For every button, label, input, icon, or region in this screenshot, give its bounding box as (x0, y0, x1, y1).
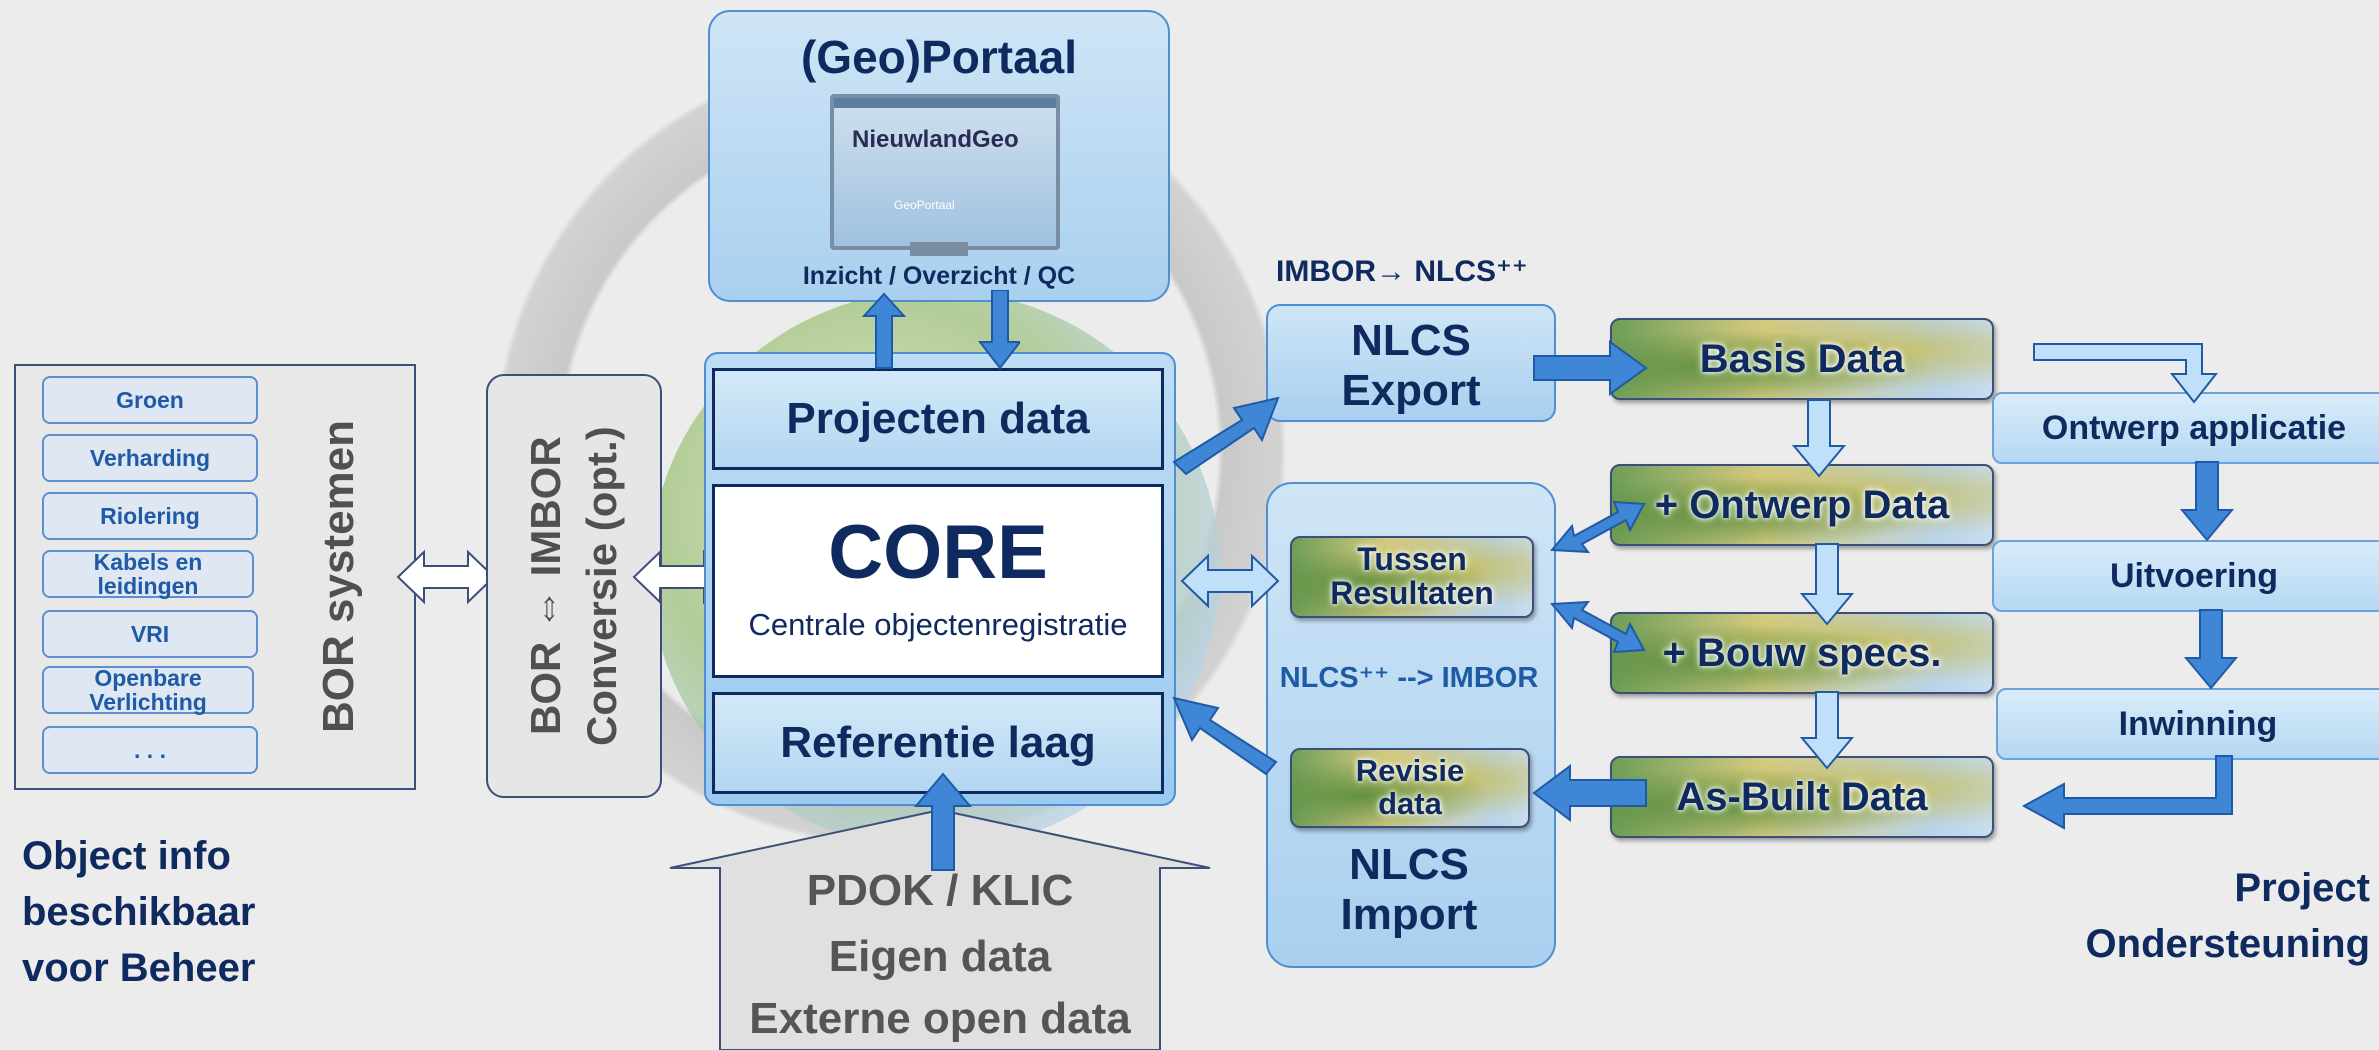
nlcs-export-line1: NLCS (1351, 316, 1471, 365)
ontwerp-data-box[interactable]: + Ontwerp Data (1610, 464, 1994, 546)
sources-line2: Eigen data (828, 932, 1052, 981)
sources-arrow-shape (669, 808, 1211, 1050)
geoportaal-title: (Geo)Portaal (800, 31, 1078, 83)
projecten-data-row[interactable]: Projecten data (712, 368, 1164, 470)
core-row[interactable]: CORE Centrale objectenregistratie (712, 484, 1164, 678)
revisie-data-box[interactable]: Revisie data (1290, 748, 1530, 828)
tussen-line1: Tussen (1357, 541, 1467, 578)
tussen-line2: Resultaten (1330, 575, 1494, 611)
basis-data-box[interactable]: Basis Data (1610, 318, 1994, 400)
double-arrow-bor-conversion (396, 549, 496, 605)
object-info-line2: beschikbaar (22, 890, 256, 934)
arrow-ontwerp-to-uitvoering (2180, 461, 2234, 542)
bor-item-kabels-en-leidingen[interactable]: Kabels en leidingen (42, 550, 254, 598)
arrow-asbuilt-to-revisie (1532, 764, 1647, 822)
arrow-uitvoering-to-inwinning (2184, 609, 2238, 690)
inwinning-box[interactable]: Inwinning (1996, 688, 2379, 760)
monitor-stand (910, 242, 968, 256)
arrow-basis-to-ontwerp-applicatie (2033, 343, 2219, 404)
geoportaal-subtitle: Inzicht / Overzicht / QC (802, 262, 1076, 290)
nlcs-imbor-label: NLCS⁺⁺ --> IMBOR (1279, 662, 1539, 694)
object-info-line3: voor Beheer (22, 946, 256, 990)
double-arrow-bouw-tussen (1549, 600, 1646, 654)
monitor-icon: NieuwlandGeo GeoPortaal (830, 94, 1060, 250)
bor-item-more[interactable]: . . . (42, 726, 258, 774)
sources-line1: PDOK / KLIC (806, 866, 1074, 915)
conversion-box: BOR ⇔ IMBOR Conversie (opt.) (486, 374, 662, 798)
double-arrow-core-import (1180, 553, 1280, 609)
geoportaal-box[interactable]: (Geo)Portaal NieuwlandGeo GeoPortaal Inz… (708, 10, 1170, 302)
sources-line3: Externe open data (749, 994, 1131, 1043)
nlcs-export-line2: Export (1341, 366, 1481, 415)
project-line2: Ondersteuning (2085, 922, 2370, 966)
bor-systems-panel: Groen Verharding Riolering Kabels en lei… (14, 364, 416, 790)
referentie-laag-row[interactable]: Referentie laag (712, 692, 1164, 794)
revisie-line1: Revisie (1355, 753, 1465, 789)
bor-item-groen[interactable]: Groen (42, 376, 258, 424)
arrow-inwinning-to-asbuilt (2021, 755, 2233, 830)
bor-item-openbare-verlichting[interactable]: Openbare Verlichting (42, 666, 254, 714)
monitor-logo: NieuwlandGeo (852, 126, 1019, 153)
arrow-import-to-referentie (1172, 696, 1278, 776)
nlcs-export-box[interactable]: NLCS Export (1266, 304, 1556, 422)
core-subtitle: Centrale objectenregistratie (748, 607, 1128, 642)
nlcs-import-line2: Import (1340, 890, 1478, 939)
imbor-nlcs-label: IMBOR→ NLCS⁺⁺ (1276, 255, 1528, 288)
bor-systems-title: BOR systemen (314, 419, 363, 733)
arrow-bouw-to-asbuilt (1800, 691, 1854, 770)
bor-item-verharding[interactable]: Verharding (42, 434, 258, 482)
bouw-specs-box[interactable]: + Bouw specs. (1610, 612, 1994, 694)
ontwerp-applicatie-box[interactable]: Ontwerp applicatie (1992, 392, 2379, 464)
core-title: CORE (828, 510, 1048, 595)
double-arrow-ontwerp-tussen (1549, 500, 1646, 554)
bor-item-vri[interactable]: VRI (42, 610, 258, 658)
sources-up-arrow (914, 772, 972, 871)
nlcs-import-line1: NLCS (1349, 840, 1469, 889)
conversion-line1: BOR ⇔ IMBOR (522, 436, 569, 736)
tussen-resultaten-box[interactable]: Tussen Resultaten (1290, 536, 1534, 618)
monitor-screen-header (834, 98, 1056, 108)
object-info-line1: Object info (22, 834, 231, 878)
arrow-basis-to-ontwerp (1792, 399, 1846, 478)
arrow-ontwerp-to-bouw (1800, 543, 1854, 626)
arrow-export-to-basis (1533, 340, 1648, 396)
conversion-line2: Conversie (opt.) (578, 426, 625, 746)
portal-core-arrows (861, 290, 1020, 370)
uitvoering-box[interactable]: Uitvoering (1992, 540, 2379, 612)
bor-item-riolering[interactable]: Riolering (42, 492, 258, 540)
project-line1: Project (2234, 866, 2370, 910)
arrow-core-to-export (1172, 396, 1280, 476)
revisie-line2: data (1378, 786, 1442, 821)
monitor-caption: GeoPortaal (894, 198, 955, 212)
